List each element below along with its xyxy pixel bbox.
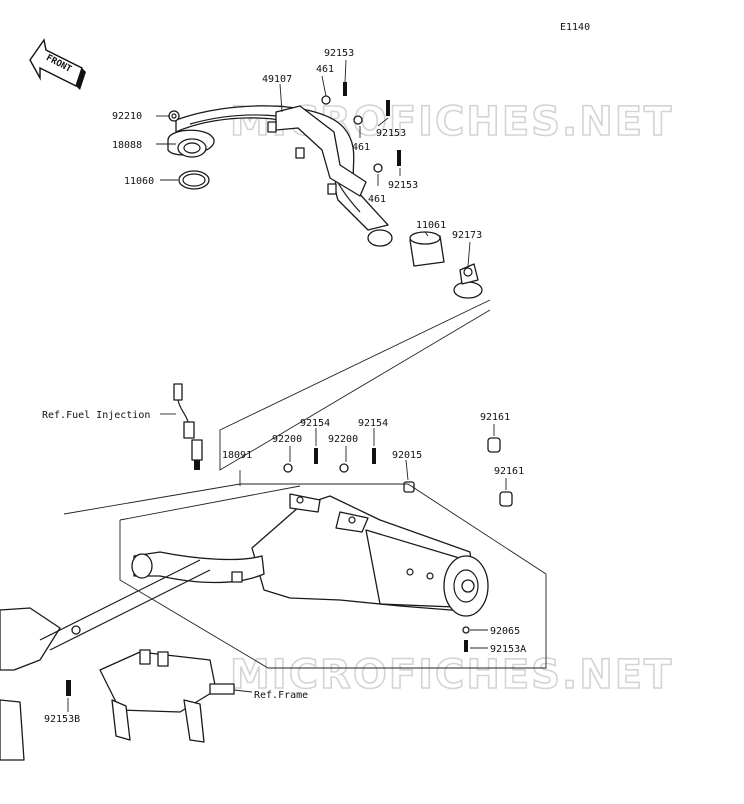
collar-92015 [403, 481, 415, 493]
bolt-92153-low [397, 150, 401, 166]
label-92161-a: 92161 [480, 412, 510, 423]
washer-461-mid [353, 115, 363, 125]
label-92154-b: 92154 [358, 418, 388, 429]
damper-92161-b [499, 491, 513, 507]
label-92015: 92015 [392, 450, 422, 461]
washer-92200-a [283, 463, 293, 473]
label-461-top: 461 [316, 64, 334, 75]
label-92200-a: 92200 [272, 434, 302, 445]
label-49107: 49107 [262, 74, 292, 85]
diagram-code: E1140 [560, 22, 590, 33]
label-461-low: 461 [368, 194, 386, 205]
label-11061: 11061 [416, 220, 446, 231]
label-92065: 92065 [490, 626, 520, 637]
bolt-92154-b [372, 448, 376, 464]
label-92153A: 92153A [490, 644, 526, 655]
label-92153-mid: 92153 [376, 128, 406, 139]
label-92153-low: 92153 [388, 180, 418, 191]
washer-461-top [321, 95, 331, 105]
washer-92200-b [339, 463, 349, 473]
sleeve-11061 [409, 231, 445, 267]
bolt-92153A [464, 640, 468, 652]
label-92210: 92210 [112, 111, 142, 122]
leader-lines [67, 59, 507, 712]
heat-guard [267, 105, 367, 197]
frame [0, 559, 235, 761]
label-92153B: 92153B [44, 714, 80, 725]
label-92153-top: 92153 [324, 48, 354, 59]
label-ref-fuel-injection: Ref.Fuel Injection [42, 410, 150, 421]
front-arrow-icon: FRONT [29, 38, 86, 90]
o2-sensor [173, 383, 203, 470]
header-flange [167, 129, 215, 158]
header-outlet [367, 229, 393, 247]
assembly-outline [63, 483, 547, 669]
label-ref-frame: Ref.Frame [254, 690, 308, 701]
label-461-mid: 461 [352, 142, 370, 153]
label-18091: 18091 [222, 450, 252, 461]
connector-outline [219, 299, 491, 471]
nut-92210 [168, 110, 180, 122]
bolt-92153B [66, 680, 71, 696]
bolt-92153-mid [386, 100, 390, 116]
bolt-92153-top [343, 82, 347, 96]
washer-92065 [462, 626, 470, 634]
muffler [251, 493, 489, 617]
watermark-bottom: MICROFICHES.NET [230, 652, 673, 698]
washer-461-low [373, 163, 383, 173]
label-11060: 11060 [124, 176, 154, 187]
damper-92161-a [487, 437, 501, 453]
label-92161-b: 92161 [494, 466, 524, 477]
label-92154-a: 92154 [300, 418, 330, 429]
label-92173: 92173 [452, 230, 482, 241]
bolt-92154-a [314, 448, 318, 464]
label-92200-b: 92200 [328, 434, 358, 445]
muffler-inlet-pipe [131, 551, 265, 584]
label-18088: 18088 [112, 140, 142, 151]
clamp-92173 [453, 263, 483, 299]
